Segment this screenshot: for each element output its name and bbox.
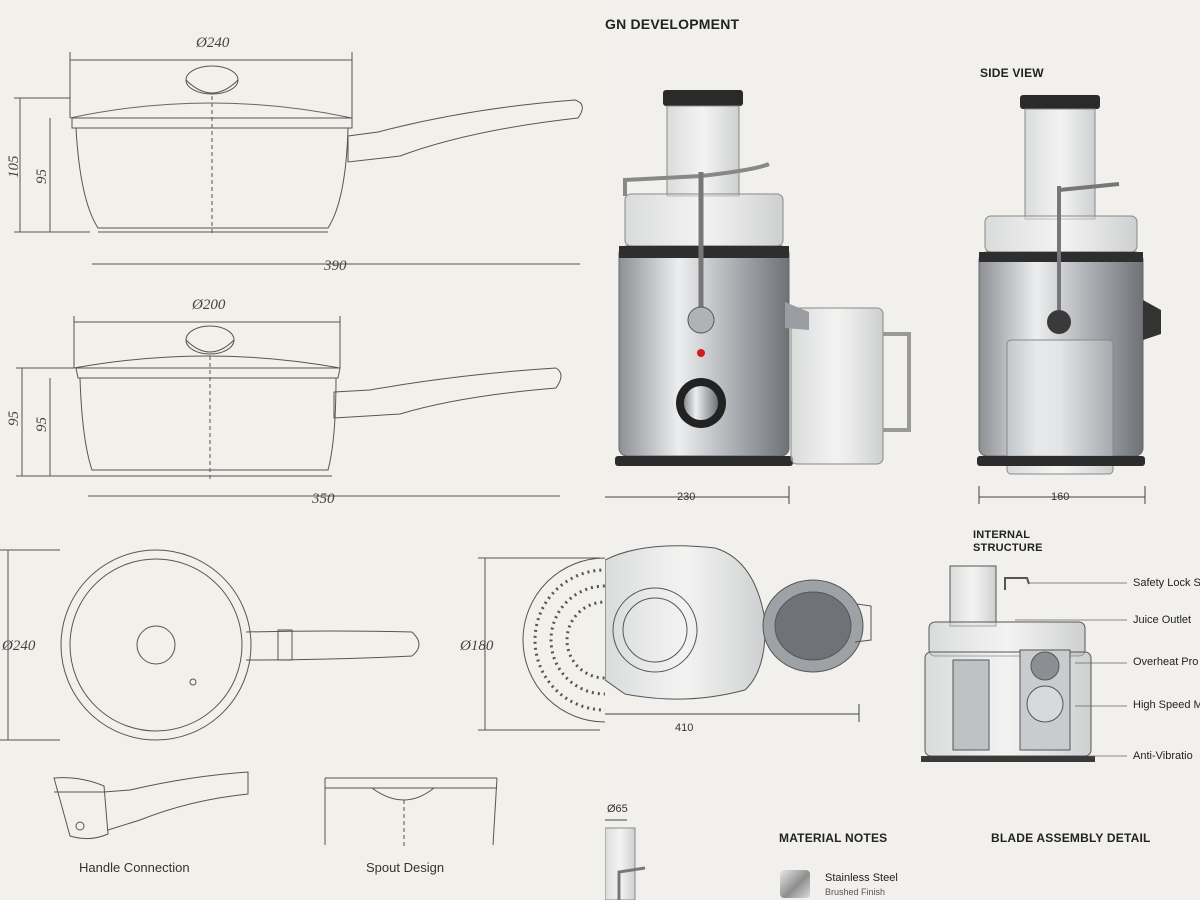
juicer-design-panel: GN DEVELOPMENT SIDE VIEW (605, 0, 1200, 900)
juicer-internal-structure (921, 565, 1095, 762)
callout-juice-outlet: Juice Outlet (1133, 614, 1192, 626)
spout-design-detail (324, 777, 498, 846)
stainless-steel-swatch (780, 870, 810, 898)
pan2-length-label: 350 (311, 491, 335, 507)
saucepan-top-view (0, 549, 605, 741)
saucepan-small-side-view (16, 316, 562, 497)
saucepan-large-side-view (14, 52, 583, 265)
front-width-label: 230 (677, 491, 696, 503)
juicer-partial-bottom-view (605, 819, 646, 900)
internal-title-line1: INTERNAL (973, 529, 1031, 541)
juicer-drawing (605, 90, 1161, 900)
pan2-diameter-label: Ø200 (191, 297, 226, 313)
pan1-diameter-label: Ø240 (195, 35, 230, 51)
pan1-height-inner-label: 95 (34, 169, 50, 185)
pan1-length-label: 390 (323, 258, 347, 274)
callout-anti-vibration: Anti-Vibratio (1133, 750, 1193, 762)
internal-title-line2: STRUCTURE (973, 542, 1043, 554)
callout-overheat: Overheat Pro (1133, 656, 1199, 668)
page-title-fragment: GN DEVELOPMENT (605, 16, 740, 32)
blade-assembly-title: BLADE ASSEMBLY DETAIL (991, 831, 1151, 845)
material-name: Stainless Steel (825, 872, 898, 884)
cookware-sketch-panel: Ø240 105 95 390 Ø200 95 95 350 Ø240 Ø180… (0, 35, 605, 875)
cookware-drawing: Ø240 105 95 390 Ø200 95 95 350 Ø240 Ø180 (0, 35, 605, 846)
material-notes-title: MATERIAL NOTES (779, 831, 888, 845)
pan2-height-inner-label: 95 (34, 417, 50, 433)
pan1-height-outer-label: 105 (6, 155, 22, 178)
material-finish: Brushed Finish (825, 887, 886, 897)
juicer-front-view (615, 90, 911, 466)
callout-high-speed: High Speed M (1133, 699, 1200, 711)
juicer-exploded-view (605, 545, 872, 700)
handle-connection-detail (53, 771, 249, 840)
side-view-label: SIDE VIEW (980, 66, 1044, 80)
pan2-height-outer-label: 95 (6, 411, 22, 427)
spout-design-caption: Spout Design (366, 860, 445, 875)
top-view-diameter-label: Ø240 (1, 638, 36, 654)
callout-safety-lock: Safety Lock S (1133, 577, 1200, 589)
feed-diameter-label: Ø65 (607, 803, 628, 815)
handle-connection-caption: Handle Connection (79, 860, 190, 875)
side-width-label: 160 (1051, 491, 1070, 503)
inner-diameter-label: Ø180 (459, 638, 494, 654)
juicer-side-view (977, 95, 1161, 475)
exploded-width-label: 410 (675, 722, 694, 734)
